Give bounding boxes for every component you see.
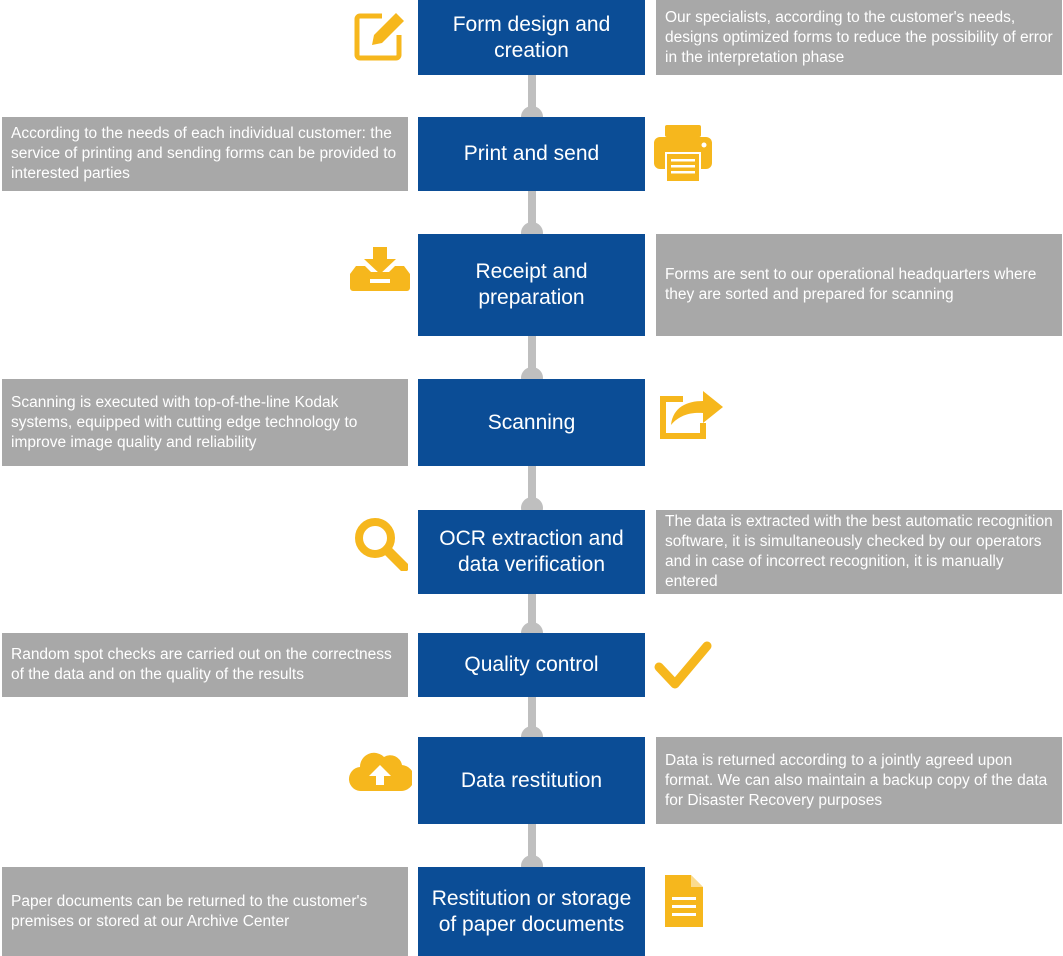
step-ocr-extraction: OCR extraction and data verification [418, 510, 645, 594]
step-quality-control: Quality control [418, 633, 645, 697]
inbox-download-icon [349, 246, 411, 292]
step-print-send: Print and send [418, 117, 645, 191]
step-description: Scanning is executed with top-of-the-lin… [2, 379, 408, 466]
cloud-upload-icon [348, 748, 415, 792]
connector-line [528, 336, 536, 379]
checkmark-icon [653, 640, 713, 694]
printer-icon [651, 123, 715, 183]
connector-line [528, 594, 536, 633]
connector-line [528, 466, 536, 510]
search-icon [352, 515, 409, 572]
step-form-design: Form design and creation [418, 0, 645, 75]
step-receipt-preparation: Receipt and preparation [418, 234, 645, 336]
step-description: Paper documents can be returned to the c… [2, 867, 408, 956]
step-description: The data is extracted with the best auto… [656, 510, 1062, 594]
connector-line [528, 191, 536, 234]
step-description: Forms are sent to our operational headqu… [656, 234, 1062, 336]
connector-line [528, 697, 536, 737]
step-paper-documents: Restitution or storage of paper document… [418, 867, 645, 956]
step-description: Random spot checks are carried out on th… [2, 633, 408, 697]
connector-line [528, 75, 536, 117]
document-icon [663, 873, 705, 929]
step-scanning: Scanning [418, 379, 645, 466]
step-data-restitution: Data restitution [418, 737, 645, 824]
step-description: Our specialists, according to the custom… [656, 0, 1062, 75]
connector-line [528, 824, 536, 867]
edit-icon [352, 7, 408, 63]
step-description: Data is returned according to a jointly … [656, 737, 1062, 824]
share-icon [657, 385, 725, 441]
step-description: According to the needs of each individua… [2, 117, 408, 191]
